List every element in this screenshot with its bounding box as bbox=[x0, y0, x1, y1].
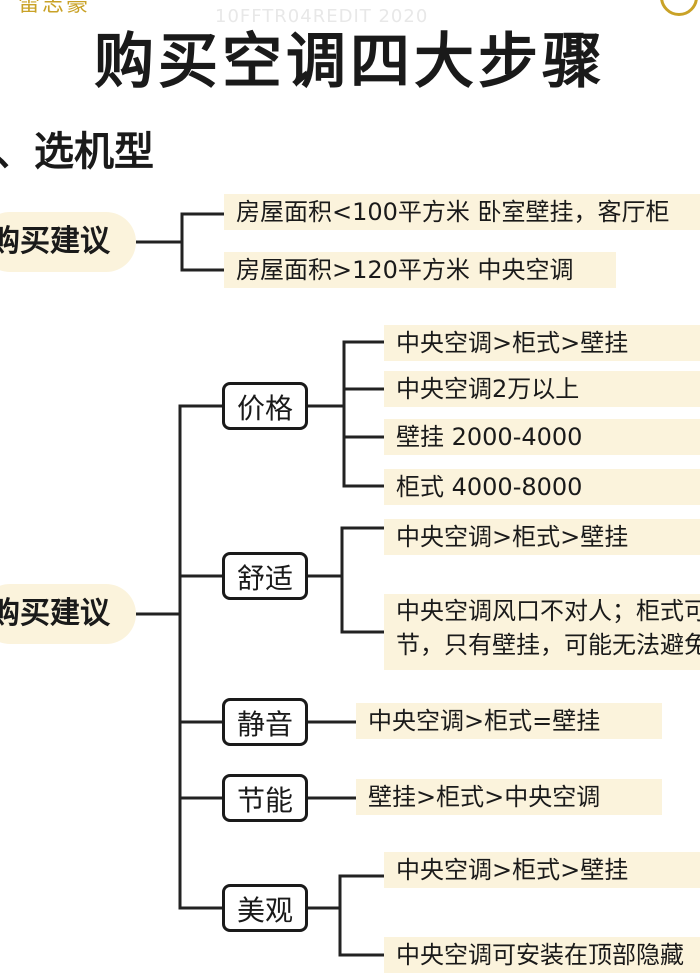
category-comfort: 舒适 bbox=[222, 552, 308, 600]
leaf-price-cabinet: 柜式 4000-8000 bbox=[384, 469, 700, 505]
category-price: 价格 bbox=[222, 382, 308, 430]
section-heading: 、选机型 bbox=[0, 129, 154, 175]
leaf-appearance-hidden: 中央空调可安装在顶部隐藏 bbox=[384, 937, 700, 973]
category-energy: 节能 bbox=[222, 774, 308, 822]
leaf-area-large: 房屋面积>120平方米 中央空调 bbox=[224, 252, 616, 288]
leaf-comfort-detail-line2: 节，只有壁挂，可能无法避免 bbox=[384, 628, 700, 662]
leaf-energy-order: 壁挂>柜式>中央空调 bbox=[356, 779, 662, 815]
root-node-2: 购买建议 bbox=[0, 584, 136, 644]
leaf-price-central: 中央空调2万以上 bbox=[384, 371, 700, 407]
category-appearance: 美观 bbox=[222, 884, 308, 932]
leaf-comfort-detail-line1: 中央空调风口不对人；柜式可 bbox=[384, 594, 700, 628]
leaf-price-wall: 壁挂 2000-4000 bbox=[384, 419, 700, 455]
brand-logo-text: 雷志豪 bbox=[18, 0, 91, 17]
leaf-comfort-detail: 中央空调风口不对人；柜式可 节，只有壁挂，可能无法避免 bbox=[384, 594, 700, 670]
leaf-price-order: 中央空调>柜式>壁挂 bbox=[384, 325, 700, 361]
leaf-appearance-order: 中央空调>柜式>壁挂 bbox=[384, 852, 700, 888]
root-node-1: 购买建议 bbox=[0, 212, 136, 272]
page-title: 购买空调四大步骤 bbox=[94, 27, 606, 97]
category-quiet: 静音 bbox=[222, 698, 308, 746]
watermark: 10FFTR04REDIT 2020 bbox=[215, 6, 429, 27]
leaf-comfort-order: 中央空调>柜式>壁挂 bbox=[384, 519, 700, 555]
leaf-quiet-order: 中央空调>柜式=壁挂 bbox=[356, 703, 662, 739]
leaf-area-small: 房屋面积<100平方米 卧室壁挂，客厅柜 bbox=[224, 194, 700, 230]
